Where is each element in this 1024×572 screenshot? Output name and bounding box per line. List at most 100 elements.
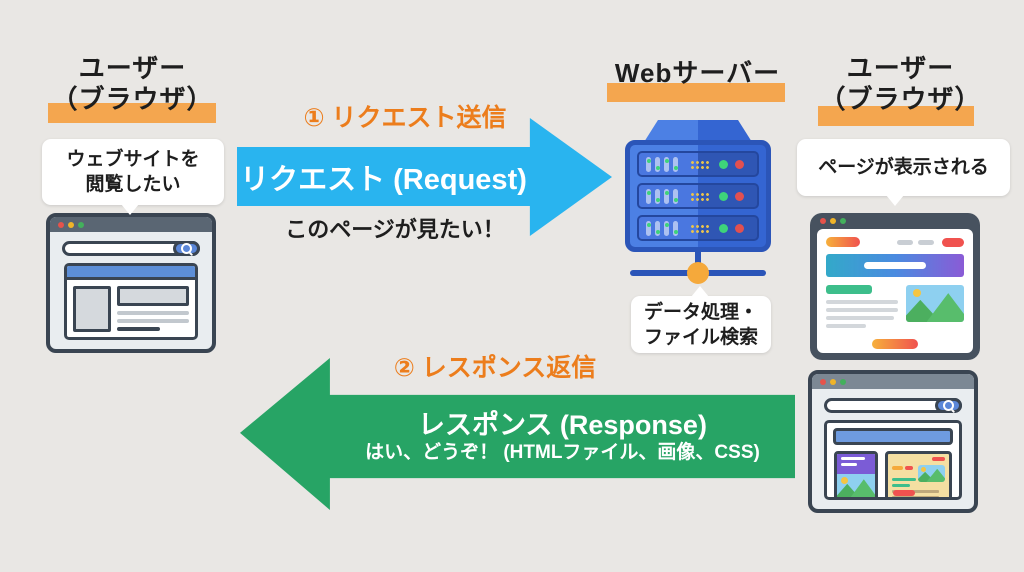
nav-row-placeholder (826, 237, 964, 247)
bubble-tail-down-icon (121, 204, 139, 215)
browser-titlebar (820, 218, 846, 224)
server-slot-icon (655, 188, 660, 204)
tag-placeholder (932, 457, 945, 461)
text-line-placeholder (841, 457, 865, 460)
text-line-placeholder (892, 495, 939, 497)
led-red-icon (735, 223, 744, 233)
browser-address-bar (62, 241, 200, 256)
network-node-icon (687, 262, 709, 284)
text-line-placeholder (117, 311, 189, 315)
right-user-title: ユーザー （ブラウザ） (798, 53, 1003, 115)
right-user-title-line1: ユーザー (846, 53, 955, 83)
nav-link-placeholder (918, 239, 934, 245)
text-line-placeholder (826, 300, 898, 304)
window-close-icon (58, 221, 64, 228)
server-port-dots-icon (690, 159, 709, 169)
search-button (173, 241, 200, 256)
right-user-title-line2: （ブラウザ） (819, 84, 982, 114)
led-green-icon (719, 223, 728, 233)
highlight-bar-right (818, 106, 974, 126)
cta-button-placeholder (872, 339, 918, 349)
window-zoom-icon (840, 218, 846, 224)
bubble-tail-down-icon (886, 195, 904, 206)
webpage-header-bar (833, 428, 953, 445)
server-icon (625, 120, 771, 290)
server-port-dots-icon (690, 191, 709, 201)
bubble-tail-up-icon (691, 286, 709, 297)
button-placeholder (893, 490, 915, 496)
webpage-header-bar (67, 266, 195, 280)
server-slot-icon (655, 220, 660, 236)
server-bubble: データ処理・ ファイル検索 (631, 286, 771, 353)
webpage-cards (834, 451, 952, 497)
mountain-icon (918, 471, 936, 482)
led-green-icon (719, 191, 728, 201)
window-minimize-icon (830, 218, 836, 224)
text-line-placeholder (841, 463, 857, 466)
window-zoom-icon (840, 378, 846, 385)
window-zoom-icon (78, 221, 84, 228)
content-box-placeholder (117, 286, 189, 306)
mountain-icon (926, 293, 964, 322)
server-bubble-line2: ファイル検索 (643, 326, 758, 348)
mountain-icon (926, 468, 945, 482)
tag-placeholder (892, 466, 903, 470)
nav-link-placeholder (897, 239, 913, 245)
server-title: Webサーバー (614, 58, 781, 88)
left-user-bubble-line1: ウェブサイトを (66, 149, 200, 170)
text-line-placeholder (892, 484, 910, 487)
server-slot-icon (673, 220, 678, 236)
response-arrow-label: レスポンス (Response) (417, 409, 707, 440)
sun-icon (921, 467, 926, 472)
webpage-panel (824, 420, 962, 500)
server-slot-icon (664, 188, 669, 204)
server-rack-unit (637, 151, 759, 177)
mountain-icon (848, 479, 875, 497)
left-user-title: ユーザー （ブラウザ） (30, 53, 235, 115)
server-rack-unit (637, 215, 759, 241)
search-icon (943, 400, 954, 411)
nav-button-placeholder (942, 237, 964, 247)
server-slot-icon (646, 220, 651, 236)
sun-icon (841, 477, 848, 484)
browser-window-left (46, 213, 216, 353)
left-user-bubble: ウェブサイトを 閲覧したい (42, 139, 224, 215)
highlight-bar-server (607, 83, 785, 102)
server-rack-unit (637, 183, 759, 209)
card-placeholder (885, 451, 952, 497)
heading-placeholder (826, 285, 872, 294)
right-user-bubble: ページが表示される (797, 139, 1010, 206)
server-slot-icon (673, 188, 678, 204)
server-slot-icon (664, 156, 669, 172)
text-line-placeholder (826, 324, 866, 328)
right-user-bubble-text: ページが表示される (818, 157, 989, 178)
left-user-bubble-line2: 閲覧したい (85, 174, 181, 195)
image-placeholder (906, 285, 964, 322)
image-placeholder (918, 465, 945, 482)
tag-placeholder (905, 466, 913, 470)
server-bubble-line1: データ処理・ (643, 301, 758, 323)
left-user-title-line2: （ブラウザ） (51, 84, 214, 114)
text-line-placeholder (826, 316, 895, 320)
hero-text-placeholder (864, 262, 926, 269)
sun-icon (913, 289, 921, 297)
window-minimize-icon (830, 378, 836, 385)
text-line-placeholder (117, 327, 161, 331)
search-button (935, 398, 962, 413)
led-red-icon (735, 191, 744, 201)
led-green-icon (719, 159, 728, 169)
window-close-icon (820, 378, 826, 385)
text-line-placeholder (892, 490, 939, 493)
logo-placeholder (826, 237, 860, 247)
response-step-label: ② レスポンス返信 (393, 354, 597, 382)
browser-titlebar (50, 217, 212, 232)
response-arrow-labels: レスポンス (Response) はい、どうぞ！ (HTMLファイル、画像、CS… (330, 395, 795, 478)
server-body (625, 140, 771, 252)
browser-window-bottom (808, 370, 978, 513)
response-arrow-note: はい、どうぞ！ (HTMLファイル、画像、CSS) (365, 441, 760, 463)
window-close-icon (820, 218, 826, 224)
card-placeholder (834, 451, 878, 497)
webpage-panel (64, 263, 198, 340)
request-arrow-label: リクエスト (Request) (240, 163, 527, 196)
highlight-bar-left (48, 103, 216, 123)
